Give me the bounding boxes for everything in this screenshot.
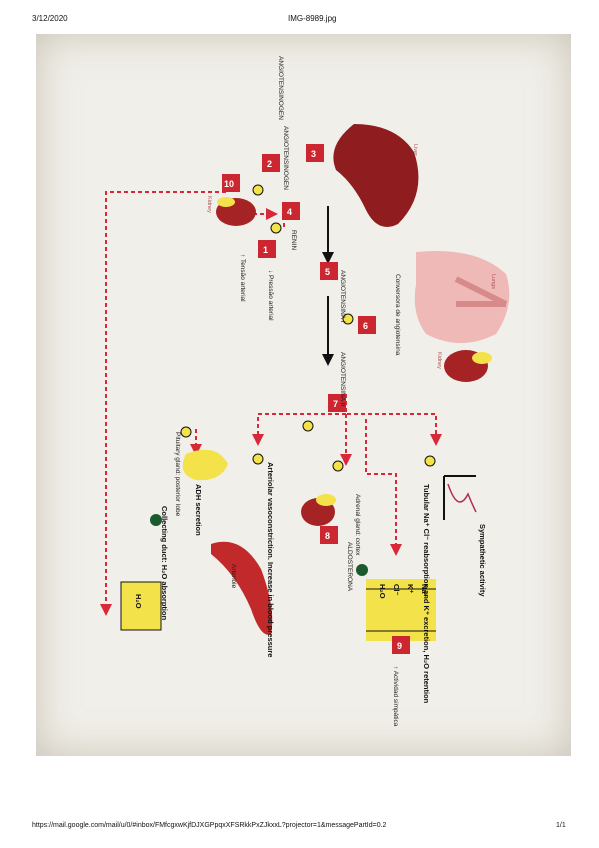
ace-label: Conversora de angiotensina [394,274,401,356]
ion-na: Na⁺ [420,584,429,598]
num-3: 3 [311,149,316,159]
kidney-label: Kidney [206,196,212,213]
lungs-label: Lungs [490,274,496,289]
arteriole-label: Arteriole [230,564,237,589]
num-9: 9 [397,641,402,651]
renin-label: RENIN [290,230,297,251]
angiotensinogen-label: ANGIOTENSINOGEN [277,56,284,120]
kidney2-label: Kidney [436,352,442,369]
num-1: 1 [263,245,268,255]
print-footer-page: 1/1 [556,822,566,829]
num-6: 6 [363,321,368,331]
ion-h2o: H₂O [378,584,387,599]
number-boxes [222,144,410,654]
plus-markers [180,184,436,472]
num-4: 4 [287,207,292,217]
increase-sympathetic-label: ↑ Actividad simpática [392,666,399,727]
dashed-pathways [100,191,442,616]
pituitary-label: Pituitary gland: posterior lobe [174,432,181,517]
ion-cl: Cl⁻ [392,584,401,596]
h2o-box-label: H₂O [134,594,143,609]
stimulus-1-label: ↓ Pressão arterial [267,270,274,321]
aldosterone-label: ALDOSTERONA [346,542,353,592]
raas-diagram: Liver Kidney Lungs Kidney [100,56,510,727]
angiotensinogen-label-2: ANGIOTENSINOGEN [282,126,289,190]
adrenal-top [217,197,235,207]
adrenal-2 [472,352,492,364]
tubular-label: Tubular Na⁺ Cl⁻ reabsorption and K⁺ excr… [422,484,431,704]
print-footer-url: https://mail.google.com/mail/u/0/#inbox/… [32,822,387,829]
lungs-shape [414,250,510,343]
sympathetic-label: Sympathetic activity [478,524,487,597]
green-dot-2 [356,564,368,576]
sympathetic-graph [443,475,477,520]
arteriole-shape [211,541,273,635]
liver-shape [333,124,419,227]
num-5: 5 [325,267,330,277]
adrenal-gland [316,494,336,506]
ion-membrane [366,579,436,641]
num-2: 2 [267,159,272,169]
stimulus-2-label: ↑ Tensão arterial [239,254,246,302]
angiotensin-ii-label: ANGIOTENSINA II [339,352,346,406]
arteriolar-label: Arteriolar vasoconstriction. Increase in… [266,462,275,657]
green-dot-1 [150,514,162,526]
num-7: 7 [333,399,338,409]
pituitary-shape [182,449,228,481]
photo-vignette [36,34,571,756]
trachea-shape [454,276,508,307]
photo: Liver Kidney Lungs Kidney [36,34,571,756]
adrenal-gland-label: Adrenal gland: cortex [354,494,361,556]
ion-k: K⁺ [406,584,415,593]
adh-label: ADH secretion [194,484,203,536]
collecting-label: Collecting duct: H₂O absorption [160,506,169,621]
print-date: 3/12/2020 [32,14,68,23]
num-8: 8 [325,531,330,541]
h2o-duct-box [120,581,162,631]
num-10: 10 [224,179,234,189]
liver-label: Liver [412,144,418,156]
print-title: IMG-8989.jpg [288,14,337,23]
angiotensin-i-label: ANGIOTENSINA I [339,270,346,323]
